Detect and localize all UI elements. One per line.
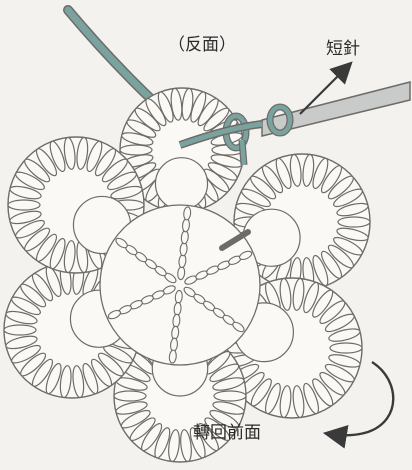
chain-spoke-3 [183, 286, 245, 333]
chain-spoke-2 [184, 250, 253, 285]
petal-3 [221, 277, 363, 419]
yarn-loops-on-hook [178, 103, 294, 166]
flower-center [99, 204, 261, 366]
flower-petals [3, 87, 371, 463]
center-ring [99, 204, 261, 366]
crochet-hook-label: 短針 [326, 39, 360, 59]
petal-4 [113, 329, 247, 463]
chain-spoke-6 [115, 237, 177, 284]
crochet-hook-shaft [261, 81, 411, 137]
turn-to-front-label: 轉回前面 [193, 423, 261, 443]
turn-arrow [322, 360, 395, 449]
chain-spoke-1 [177, 206, 192, 281]
chain-spoke-5 [107, 285, 176, 320]
yarn-tail [219, 229, 251, 251]
reverse-side-label: （反面） [168, 35, 236, 55]
petal-2 [233, 153, 371, 291]
chain-spoke-4 [168, 289, 183, 364]
hook-direction-arrow [299, 61, 353, 115]
